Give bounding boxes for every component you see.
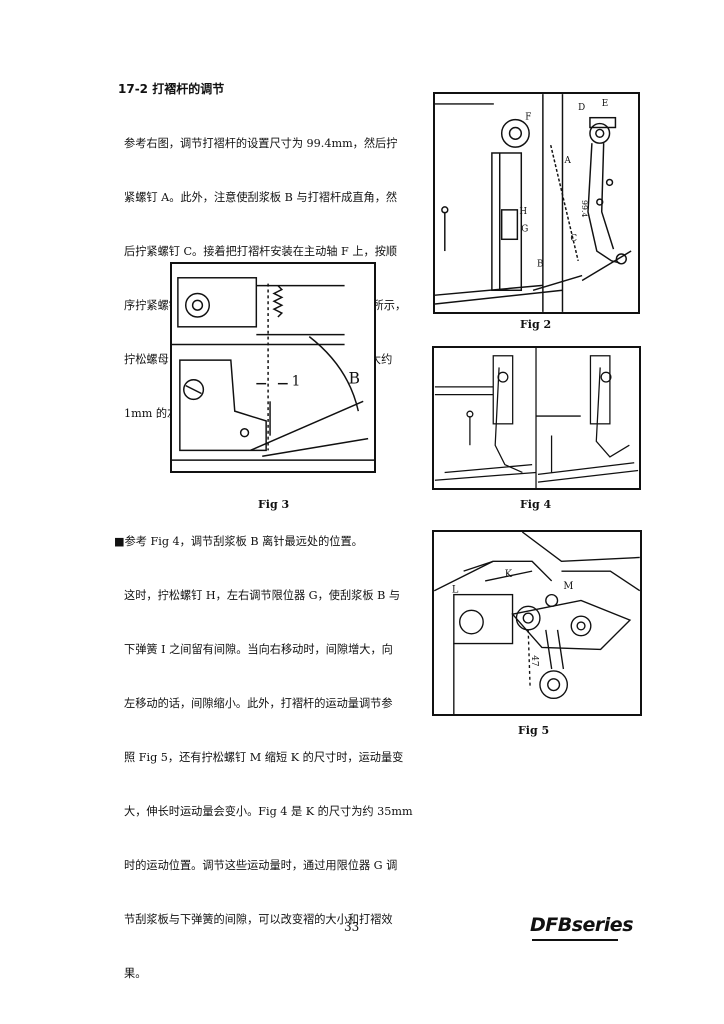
fig2-label-C: C bbox=[570, 234, 577, 244]
figure-2-drawing: F D E A C B H G 99.4 bbox=[435, 94, 632, 312]
fig2-caption: Fig 2 bbox=[520, 318, 552, 331]
figure-2: F D E A C B H G 99.4 bbox=[433, 92, 640, 314]
fig4-caption: Fig 4 bbox=[520, 498, 552, 511]
para2-line: 下弹簧 I 之间留有间隙。当向右移动时，间隙增大，向 bbox=[124, 643, 393, 656]
fig2-label-H: H bbox=[519, 207, 527, 217]
para1-line: 后拧紧螺钉 C。接着把打褶杆安装在主动轴 F 上，按顺 bbox=[124, 245, 398, 258]
page-number: 33 bbox=[344, 920, 360, 934]
figure-3-drawing: 1 B bbox=[172, 277, 374, 461]
bullet-line: ■参考 Fig 4，调节刮浆板 B 离针最远处的位置。 bbox=[114, 535, 363, 548]
para2-line: 节刮浆板与下弹簧的间隙，可以改变褶的大小和打褶效 bbox=[124, 913, 393, 926]
fig3-caption: Fig 3 bbox=[258, 498, 290, 511]
figure-5-drawing: L K M 47 bbox=[434, 532, 640, 714]
section-heading: 17-2 打褶杆的调节 bbox=[118, 82, 225, 96]
fig3-label-one: 1 bbox=[292, 374, 301, 390]
fig2-label-F: F bbox=[525, 113, 531, 123]
para2-line: 这时，拧松螺钉 H，左右调节限位器 G，使刮浆板 B 与 bbox=[124, 589, 401, 602]
para2-line: 左移动的话，间隙缩小。此外，打褶杆的运动量调节参 bbox=[124, 697, 393, 710]
fig2-label-D: D bbox=[578, 103, 585, 113]
fig5-label-K: K bbox=[505, 569, 513, 580]
fig2-label-E: E bbox=[602, 99, 608, 109]
figure-5: L K M 47 bbox=[432, 530, 642, 716]
fig5-label-M: M bbox=[563, 581, 573, 592]
fig5-label-L: L bbox=[452, 585, 459, 596]
fig2-label-G: G bbox=[521, 224, 528, 234]
para2-line: 照 Fig 5，还有拧松螺钉 M 缩短 K 的尺寸时，运动量变 bbox=[124, 751, 404, 764]
figure-4-drawing bbox=[434, 348, 639, 488]
para2-line: 大，伸长时运动量会变小。Fig 4 是 K 的尺寸为约 35mm bbox=[124, 805, 413, 818]
paragraph-2: 这时，拧松螺钉 H，左右调节限位器 G，使刮浆板 B 与 下弹簧 I 之间留有间… bbox=[124, 551, 413, 1001]
figure-3: 1 B bbox=[170, 262, 376, 473]
fig2-dim-label: 99.4 bbox=[580, 200, 589, 217]
fig2-label-B: B bbox=[537, 260, 543, 270]
fig5-dim-label: 47 bbox=[529, 655, 539, 666]
figure-4 bbox=[432, 346, 641, 490]
fig2-label-A: A bbox=[563, 156, 571, 166]
brand-logo: DFBseries bbox=[530, 914, 634, 936]
logo-underline bbox=[532, 939, 618, 941]
fig5-caption: Fig 5 bbox=[518, 724, 550, 737]
para1-line: 紧螺钉 A。此外，注意使刮浆板 B 与打褶杆成直角，然 bbox=[124, 191, 398, 204]
para2-line: 时的运动位置。调节这些运动量时，通过用限位器 G 调 bbox=[124, 859, 398, 872]
para1-line: 参考右图，调节打褶杆的设置尺寸为 99.4mm，然后拧 bbox=[124, 137, 398, 150]
fig3-label-B: B bbox=[349, 369, 361, 388]
para2-line: 果。 bbox=[124, 967, 147, 980]
